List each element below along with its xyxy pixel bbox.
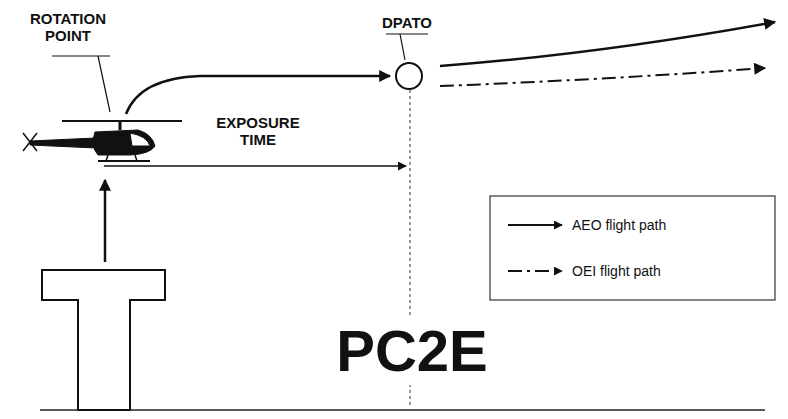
exposure-arrow (104, 165, 406, 167)
part-label: DPATO (363, 14, 451, 31)
legend-box (490, 196, 775, 300)
legend-sample (508, 224, 562, 226)
leader-line (52, 55, 110, 56)
aeo-path (440, 22, 775, 66)
leader-line (386, 33, 428, 34)
leader-line (98, 56, 110, 112)
part-label: ROTATION POINT (9, 10, 127, 45)
class-label: PC2E (298, 318, 526, 385)
vertical-arrow (104, 180, 107, 262)
part-label: EXPOSURE TIME (194, 114, 322, 149)
oei-path (440, 68, 765, 86)
aeo-path (126, 76, 390, 114)
legend-text: AEO flight path (572, 217, 666, 233)
dpato-circle (396, 63, 422, 89)
ground-line (40, 409, 765, 411)
helipad (42, 270, 165, 410)
legend-text: OEI flight path (572, 263, 661, 279)
leader-line (400, 34, 405, 60)
helicopter (23, 121, 182, 161)
legend-sample (508, 270, 562, 272)
